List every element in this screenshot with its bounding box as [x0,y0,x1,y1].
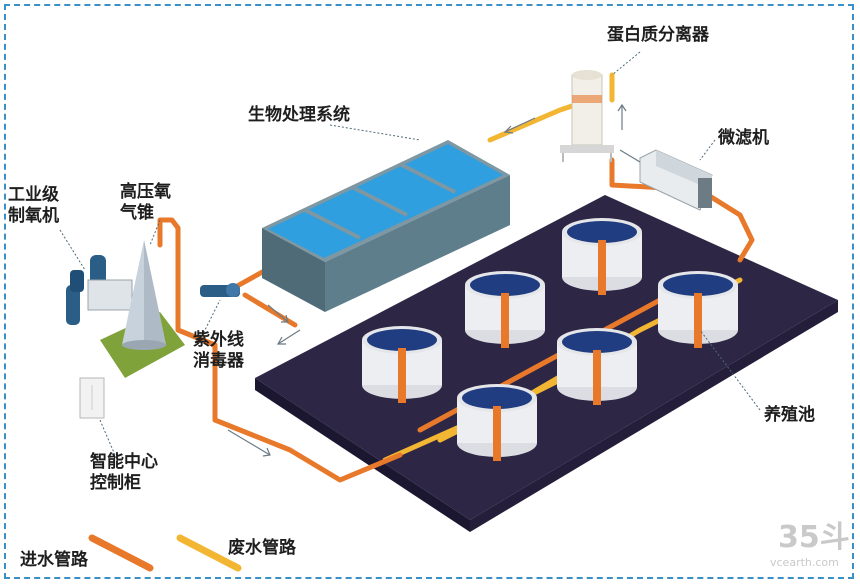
leader-lines [59,51,761,456]
flow-arrows [227,103,641,457]
culture-tanks [362,218,738,461]
watermark-site: vcearth.com [770,556,839,569]
dashed-frame [4,4,854,579]
control-cabinet [79,377,105,419]
oxygen-cone [122,240,166,350]
label-protein-skimmer: 蛋白质分离器 [607,25,709,45]
watermark-logo: 35斗 [778,520,850,555]
label-oxygen-generator: 工业级制氧机 [8,185,59,226]
label-oxygen-cone: 高压氧气锥 [120,182,171,223]
legend-inlet-swatch [88,534,154,572]
label-micro-filter: 微滤机 [718,128,769,148]
label-aquaculture-pool: 养殖池 [764,405,815,425]
legend-inlet-label: 进水管路 [20,550,88,570]
protein-skimmer [560,70,614,162]
uv-sterilizer [200,283,240,297]
label-uv-sterilizer: 紫外线消毒器 [193,330,244,371]
label-control-cabinet: 智能中心控制柜 [90,452,158,493]
bio-treatment-tank [262,140,510,312]
legend-swatches [88,534,242,572]
oxygen-generator [66,255,133,325]
legend-waste-swatch [176,534,242,572]
micro-filter [639,149,713,211]
label-bio-system: 生物处理系统 [248,105,350,125]
legend-waste-label: 废水管路 [228,538,296,558]
